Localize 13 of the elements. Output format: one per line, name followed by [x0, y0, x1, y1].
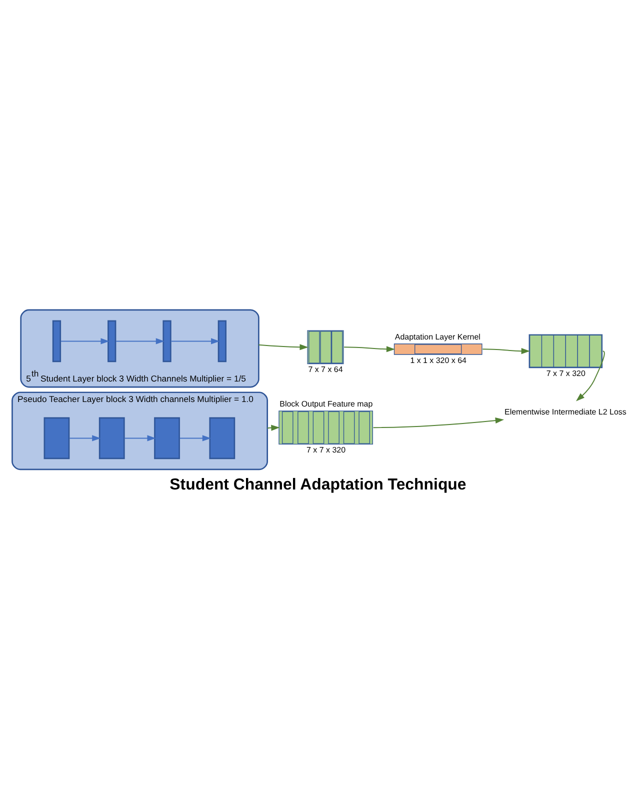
arrow	[482, 348, 530, 354]
arrow	[69, 435, 101, 442]
arrow	[179, 435, 212, 442]
arrow	[170, 338, 220, 344]
arrow	[372, 418, 504, 428]
arrow	[576, 350, 605, 402]
arrow	[60, 338, 110, 344]
diagram-title: Student Channel Adaptation Technique	[170, 476, 466, 494]
arrow	[258, 344, 308, 350]
arrow	[124, 435, 156, 442]
arrow	[344, 346, 396, 352]
arrow	[116, 338, 165, 344]
cluster: Pseudo Teacher Layer block 3 Width channels Multiplier = 1.0	[12, 392, 268, 470]
